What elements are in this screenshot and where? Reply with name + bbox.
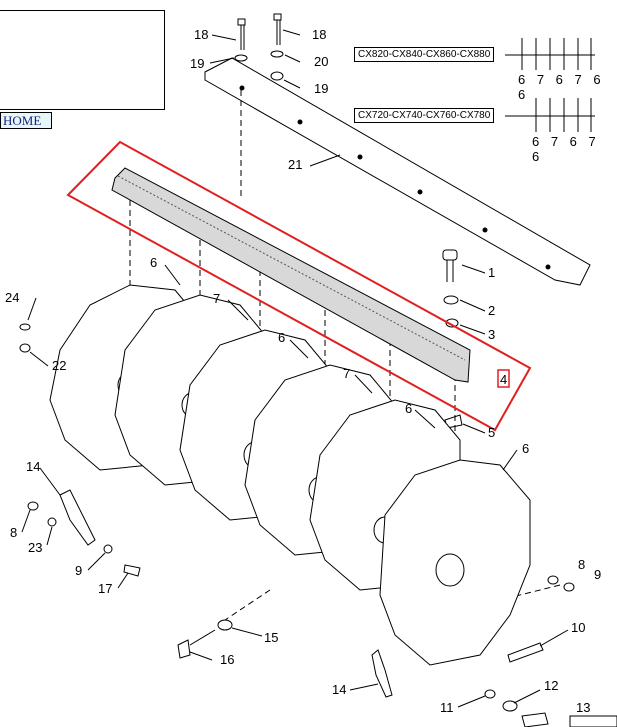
model-codes-cx700: 6 7 6 7 6 bbox=[532, 134, 600, 164]
model-label-cx700: CX720-CX740-CX760-CX780 bbox=[354, 108, 495, 123]
model-codes-cx800: 6 7 6 7 6 6 bbox=[518, 72, 605, 102]
callout-12[interactable]: 12 bbox=[544, 678, 559, 693]
bolt-part-18-left bbox=[237, 18, 246, 50]
bolt-part-18-right bbox=[273, 13, 282, 45]
callout-1[interactable]: 1 bbox=[488, 265, 496, 280]
callout-6-c[interactable]: 6 bbox=[405, 401, 413, 416]
callout-7-a[interactable]: 7 bbox=[213, 291, 221, 306]
callout-9-b[interactable]: 9 bbox=[594, 567, 602, 582]
callout-9-a[interactable]: 9 bbox=[75, 563, 83, 578]
leader-lines bbox=[21, 29, 569, 708]
callout-6-d[interactable]: 6 bbox=[522, 441, 530, 456]
callout-11[interactable]: 11 bbox=[440, 700, 454, 715]
callout-17[interactable]: 17 bbox=[98, 581, 113, 596]
highlight-callout-box bbox=[497, 369, 510, 388]
callout-23[interactable]: 23 bbox=[28, 540, 43, 555]
star-wheels bbox=[49, 284, 531, 666]
callout-14-a[interactable]: 14 bbox=[26, 459, 41, 474]
callout-13[interactable]: 13 bbox=[576, 700, 591, 715]
callout-14-b[interactable]: 14 bbox=[332, 682, 347, 697]
info-panel bbox=[0, 10, 165, 110]
callout-24[interactable]: 24 bbox=[5, 290, 20, 305]
callout-8-a[interactable]: 8 bbox=[10, 525, 18, 540]
callout-20[interactable]: 20 bbox=[314, 54, 329, 69]
callout-5[interactable]: 5 bbox=[488, 425, 496, 440]
callout-16[interactable]: 16 bbox=[220, 652, 235, 667]
callout-7-b[interactable]: 7 bbox=[343, 366, 351, 381]
bolt-part-1 bbox=[442, 249, 458, 282]
model-label-cx800: CX820-CX840-CX860-CX880 bbox=[354, 47, 495, 62]
callout-2[interactable]: 2 bbox=[488, 303, 496, 318]
callout-8-b[interactable]: 8 bbox=[578, 557, 586, 572]
callout-4[interactable]: 4 bbox=[500, 372, 508, 387]
model-ticks-a bbox=[505, 38, 595, 70]
teeth-bar-part-4 bbox=[111, 167, 471, 383]
callout-19-right[interactable]: 19 bbox=[314, 81, 329, 96]
callout-18-left[interactable]: 18 bbox=[194, 27, 209, 42]
callout-19-left[interactable]: 19 bbox=[190, 56, 205, 71]
callout-22[interactable]: 22 bbox=[52, 358, 67, 373]
home-button[interactable]: HOME bbox=[0, 112, 52, 129]
callout-15[interactable]: 15 bbox=[264, 630, 279, 645]
callout-6-b[interactable]: 6 bbox=[278, 330, 286, 345]
callout-21[interactable]: 21 bbox=[288, 157, 303, 172]
callout-18-right[interactable]: 18 bbox=[312, 27, 327, 42]
model-ticks-b bbox=[505, 98, 595, 132]
callout-6-a[interactable]: 6 bbox=[150, 255, 158, 270]
callout-10[interactable]: 10 bbox=[571, 620, 586, 635]
highlight-frame bbox=[66, 140, 532, 432]
callout-3[interactable]: 3 bbox=[488, 327, 496, 342]
